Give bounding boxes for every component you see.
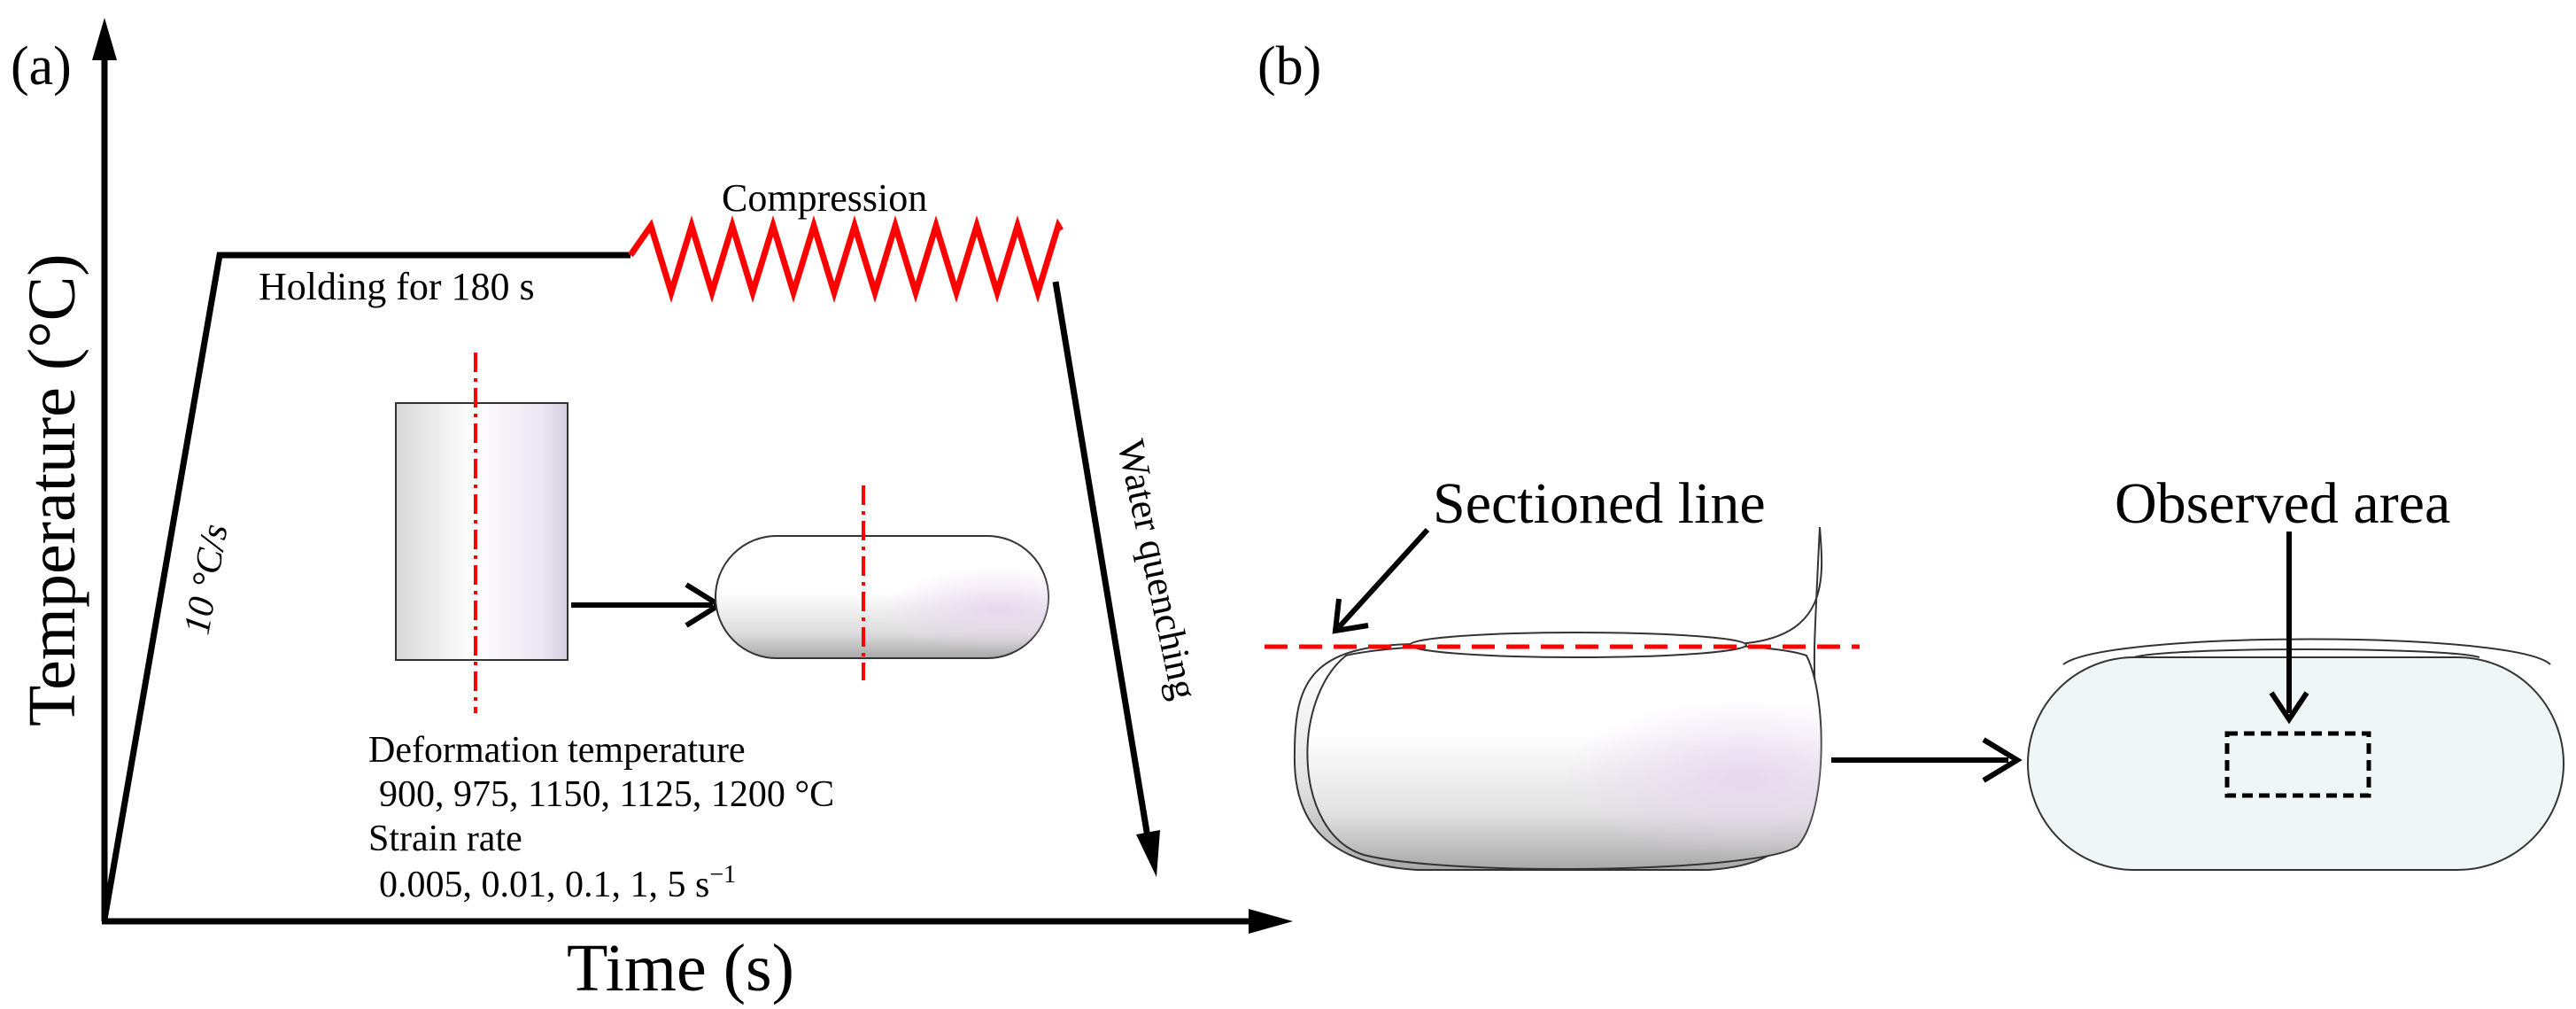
sectioned-pointer-arrow [1336,527,1430,630]
sectioned-line-label: Sectioned line [1433,471,1766,536]
deformation-temperature-values: 900, 975, 1150, 1125, 1200 °C [379,774,834,815]
observed-pointer-arrowhead [2269,691,2309,725]
observed-area-label: Observed area [2115,471,2450,536]
section-transform-arrowhead [1982,737,2023,783]
x-axis-arrowhead [1249,909,1293,934]
panel-a-label: (a) [11,36,72,97]
cross-section-face [2027,656,2564,871]
strain-rate-values: 0.005, 0.01, 0.1, 1, 5 s−1 [379,861,736,905]
strain-rate-exponent: −1 [709,861,736,889]
heating-rate-label: 10 °C/s [177,521,236,637]
panel-b-label: (b) [1257,36,1321,97]
compression-zigzag [628,215,1064,303]
thermal-profile-line [101,252,630,920]
y-axis-arrowhead [92,18,117,60]
quenching-arrowhead [1136,830,1160,877]
strain-rate-title: Strain rate [368,819,522,859]
sectioned-pointer-arrowhead [1332,598,1369,634]
axes [92,18,1293,934]
cross-section-specimen [2027,638,2564,871]
observed-area-box [2224,731,2371,798]
cross-section-top-rim [2062,638,2551,665]
deformation-temperature-title: Deformation temperature [368,730,746,771]
x-axis-label: Time (s) [567,931,794,1005]
y-axis-label: Temperature (°C) [15,253,89,726]
holding-label: Holding for 180 s [259,265,535,308]
quenching-line [1052,281,1151,838]
cylinder-specimen [395,353,569,713]
quenching-label: Water quenching [1109,436,1206,703]
barrel-specimen [1293,526,1823,871]
strain-rate-values-text: 0.005, 0.01, 0.1, 1, 5 s [379,865,709,905]
compression-label: Compression [722,176,927,220]
compressed-specimen [715,485,1049,680]
